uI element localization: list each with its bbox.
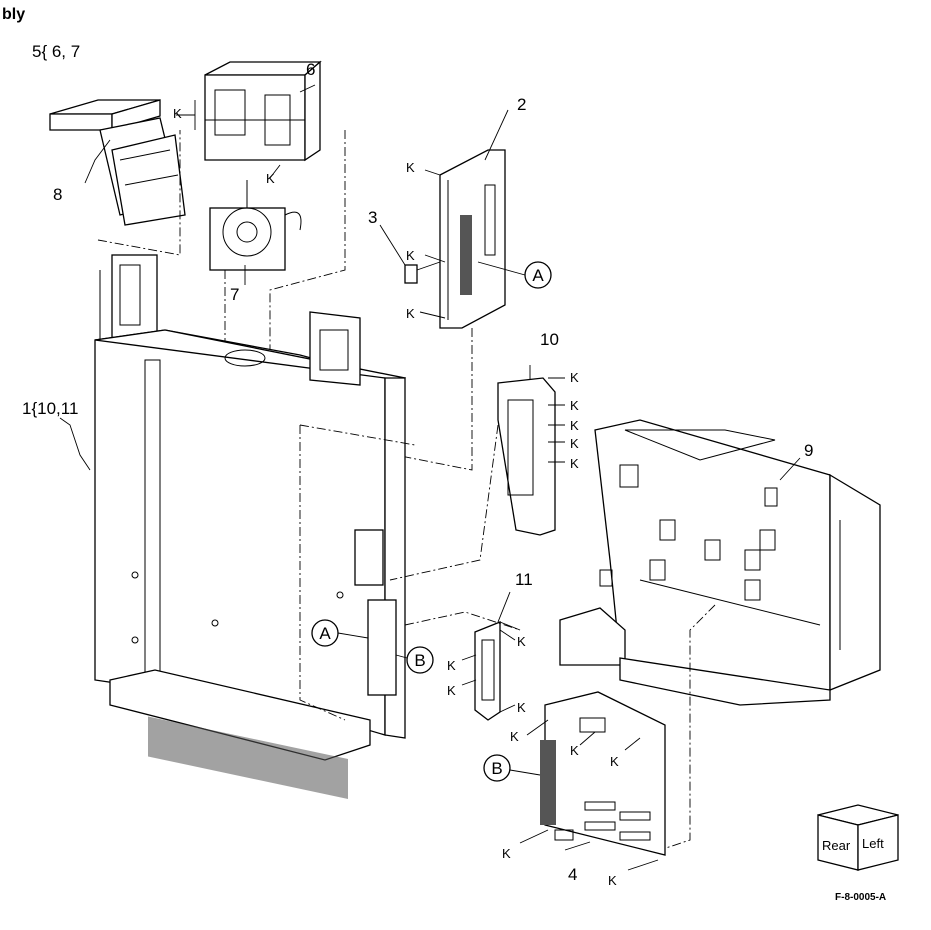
k-label: K bbox=[517, 700, 526, 715]
connector-a-upper: A bbox=[524, 261, 552, 289]
callout-11: 11 bbox=[515, 570, 533, 589]
k-label: K bbox=[570, 436, 579, 451]
k-label: K bbox=[510, 729, 519, 744]
callout-2: 2 bbox=[517, 95, 526, 114]
connector-b-upper: B bbox=[395, 646, 434, 674]
part-6-fan-housing bbox=[176, 60, 322, 179]
k-label: K bbox=[502, 846, 511, 861]
callout-8: 8 bbox=[53, 185, 62, 204]
svg-text:B: B bbox=[491, 759, 502, 778]
cube-rear-label: Rear bbox=[822, 838, 851, 853]
part-2-pwb bbox=[419, 109, 526, 329]
k-label: K bbox=[570, 418, 579, 433]
callout-7: 7 bbox=[230, 285, 239, 304]
k-label: K bbox=[610, 754, 619, 769]
cube-left-label: Left bbox=[862, 836, 884, 851]
part-1-main-frame bbox=[59, 254, 416, 799]
part-8-duct bbox=[49, 99, 186, 256]
connector-a-lower: A bbox=[311, 619, 369, 647]
callout-1: 1{10,11 bbox=[22, 399, 78, 418]
k-label: K bbox=[447, 683, 456, 698]
k-label: K bbox=[447, 658, 456, 673]
k-label: K bbox=[570, 370, 579, 385]
part-9-chassis bbox=[559, 419, 881, 851]
k-label: K bbox=[608, 873, 617, 888]
k-label: K bbox=[173, 106, 182, 121]
part-3-clip bbox=[379, 224, 441, 284]
callout-10: 10 bbox=[540, 330, 559, 349]
part-10-bracket bbox=[389, 365, 565, 581]
callout-4: 4 bbox=[568, 865, 577, 884]
callout-5: 5{ 6, 7 bbox=[32, 42, 80, 61]
k-label: K bbox=[406, 306, 415, 321]
figure-id: F-8-0005-A bbox=[835, 892, 886, 903]
k-label: K bbox=[570, 398, 579, 413]
connector-b-lower: B bbox=[483, 754, 511, 782]
diagram-title: bly bbox=[2, 6, 25, 23]
svg-text:A: A bbox=[319, 624, 331, 643]
part-11-bracket bbox=[404, 591, 521, 721]
k-label: K bbox=[570, 456, 579, 471]
k-label: K bbox=[266, 171, 275, 186]
k-label: K bbox=[406, 248, 415, 263]
callout-9: 9 bbox=[804, 441, 813, 460]
part-4-pwb bbox=[509, 691, 666, 871]
part-7-fan bbox=[209, 180, 302, 285]
k-label: K bbox=[406, 160, 415, 175]
k-label: K bbox=[570, 743, 579, 758]
callout-3: 3 bbox=[368, 208, 377, 227]
svg-text:A: A bbox=[532, 266, 544, 285]
view-orientation-cube: Rear Left bbox=[817, 804, 899, 871]
callout-6: 6 bbox=[306, 60, 315, 79]
svg-text:B: B bbox=[414, 651, 425, 670]
k-label: K bbox=[517, 634, 526, 649]
